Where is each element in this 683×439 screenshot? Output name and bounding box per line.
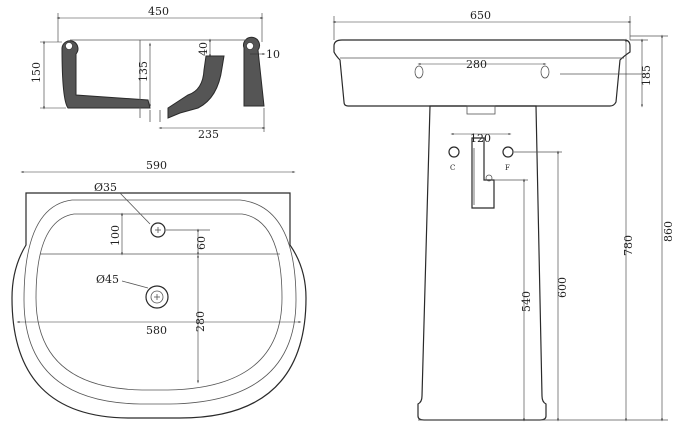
- tap-hole-diameter-label: Ø35: [94, 181, 117, 194]
- plan-tap-offset-label: 100: [109, 225, 122, 246]
- trap-icon: [471, 137, 495, 209]
- front-waste-height-label: 540: [520, 291, 533, 312]
- front-tap-spacing-label: 280: [466, 58, 487, 71]
- front-rim-top-label: 780: [622, 235, 635, 256]
- section-height-label: 150: [30, 62, 43, 83]
- plan-width-label: 590: [146, 159, 167, 172]
- front-overall-height-label: 860: [662, 221, 675, 242]
- front-width-label: 650: [470, 9, 491, 22]
- front-tap-hole-left-icon: [414, 65, 424, 79]
- tap-hole-icon: [150, 222, 166, 238]
- pedestal-outline: [417, 105, 547, 421]
- cold-valve-icon: [448, 146, 460, 158]
- section-depth-label: 135: [137, 61, 150, 82]
- hot-valve-icon: [502, 146, 514, 158]
- plan-bowl-outline: [23, 199, 297, 405]
- basin-right-rim: [243, 36, 265, 107]
- section-rim-label: 10: [266, 48, 280, 61]
- plan-overflow-offset-label: 60: [195, 236, 208, 250]
- front-tap-hole-right-icon: [540, 65, 550, 79]
- section-view: 450 150 135 40 10 235: [30, 5, 280, 141]
- plan-view: 590 Ø35 Ø45 100 60 580 280: [11, 159, 307, 419]
- hot-label: F: [505, 164, 510, 172]
- front-supply-height-label: 600: [556, 277, 569, 298]
- plan-basin-outline: [11, 192, 307, 419]
- waste-hole-diameter-label: Ø45: [96, 273, 119, 286]
- section-offset-label: 40: [197, 42, 210, 56]
- section-bottom-label: 235: [198, 128, 219, 141]
- plan-bowl-depth-label: 280: [194, 311, 207, 332]
- waste-hole-icon: [145, 285, 169, 309]
- front-basin-outline: [333, 39, 631, 107]
- front-view: 650 280 185 120 C F 54: [332, 9, 675, 422]
- cold-label: C: [450, 164, 455, 172]
- section-width-label: 450: [148, 5, 169, 18]
- front-rim-height-label: 185: [640, 65, 653, 86]
- plan-bowl-width-label: 580: [146, 324, 167, 337]
- basin-drain-profile: [167, 55, 225, 119]
- waste-outlet: [466, 105, 496, 115]
